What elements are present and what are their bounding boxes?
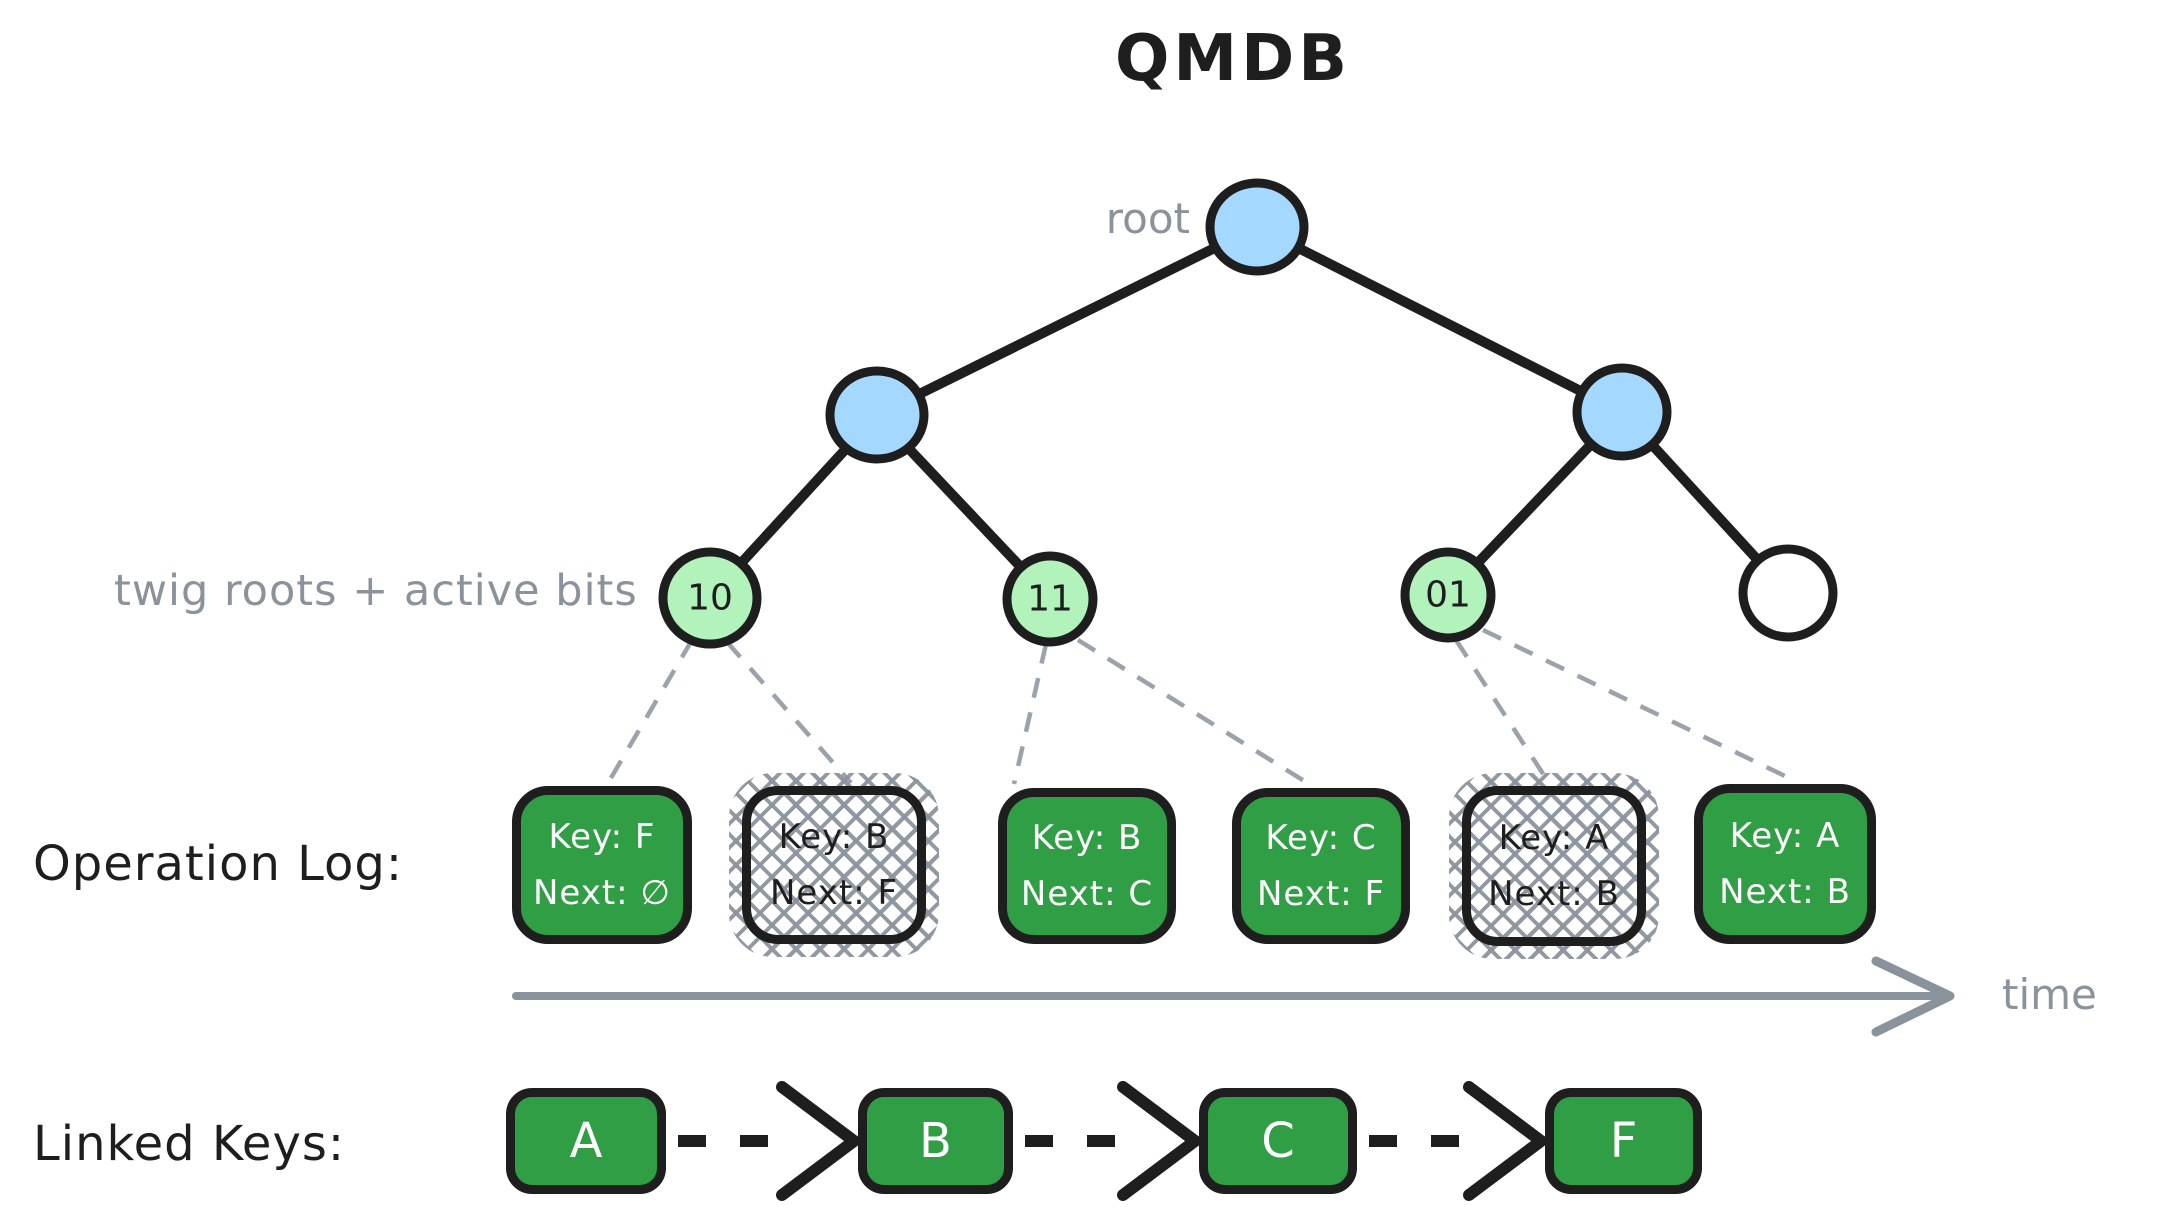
- log-entry-key-c: Key: C Next: F: [1232, 788, 1410, 944]
- log-entry-key-text: Key: B: [778, 817, 890, 857]
- twig-node-01: [1400, 547, 1496, 643]
- log-entry-key-a-stale: Key: A Next: B: [1449, 773, 1659, 959]
- log-entry-key-text: Key: A: [1729, 816, 1841, 856]
- twig-bits-01: 01: [1425, 574, 1471, 616]
- arrow-b-c-head: [1117, 1081, 1201, 1201]
- linked-key-letter: C: [1261, 1113, 1295, 1169]
- twig-to-log-connectors: [606, 627, 1790, 786]
- log-entry-key-text: Key: C: [1265, 818, 1377, 858]
- connector-twig11-entry3: [1011, 643, 1049, 785]
- connector-twig01-entry6: [1482, 627, 1790, 781]
- arrow-c-f-head: [1463, 1081, 1547, 1201]
- linked-key-b: B: [858, 1088, 1013, 1194]
- connector-twig11-entry4: [1076, 638, 1311, 786]
- internal-node-right: [1572, 363, 1672, 461]
- linked-key-letter: F: [1609, 1113, 1638, 1169]
- arrow-a-b-head: [776, 1081, 860, 1201]
- log-entry-key-text: Key: F: [548, 817, 656, 857]
- log-entry-next-text: Next: F: [769, 873, 899, 913]
- log-entry-key-text: Key: B: [1031, 818, 1143, 858]
- merkle-tree-nodes: [658, 178, 1838, 649]
- internal-node-left: [825, 366, 929, 464]
- entry-border: [1462, 786, 1646, 946]
- twig-roots-label: twig roots + active bits: [114, 566, 638, 616]
- linked-keys-label: Linked Keys:: [33, 1116, 346, 1172]
- twig-node-empty: [1738, 544, 1838, 642]
- time-axis-label: time: [2002, 970, 2097, 1019]
- linked-key-letter: B: [919, 1113, 952, 1169]
- page-title: QMDB: [1115, 22, 1351, 96]
- edge-root-right: [1252, 222, 1627, 417]
- operation-log-label: Operation Log:: [33, 836, 404, 892]
- log-entry-next-text: Next: F: [1256, 874, 1386, 914]
- log-entry-key-text: Key: A: [1498, 818, 1610, 858]
- twig-node-10: [658, 547, 762, 649]
- time-axis: [512, 956, 1955, 1037]
- linked-key-letter: A: [569, 1113, 603, 1169]
- edge-root-left: [872, 222, 1262, 420]
- log-entry-next-text: Next: C: [1020, 874, 1154, 914]
- twig-bits-10: 10: [687, 577, 733, 619]
- connector-twig10-entry2: [725, 640, 853, 785]
- log-entry-key-b-stale: Key: B Next: F: [729, 773, 939, 957]
- linked-key-c: C: [1199, 1088, 1357, 1194]
- entry-border: [742, 786, 926, 944]
- root-node: [1205, 178, 1309, 276]
- log-entry-key-a: Key: A Next: B: [1694, 784, 1876, 944]
- linked-key-arrows: [678, 1081, 1547, 1201]
- twig-node-11: [1002, 551, 1098, 647]
- log-entry-next-text: Next: B: [1719, 872, 1851, 912]
- time-arrow-head: [1871, 956, 1955, 1037]
- log-entry-next-text: Next: ∅: [532, 873, 672, 913]
- connector-twig01-entry5: [1454, 638, 1551, 785]
- log-entry-key-b: Key: B Next: C: [998, 788, 1176, 944]
- log-entry-next-text: Next: B: [1488, 874, 1620, 914]
- linked-key-f: F: [1545, 1088, 1702, 1194]
- twig-bits-11: 11: [1027, 578, 1073, 620]
- root-node-label: root: [1105, 194, 1190, 243]
- log-entry-key-f: Key: F Next: ∅: [512, 786, 692, 944]
- connector-twig10-entry1: [606, 638, 694, 785]
- linked-key-a: A: [506, 1088, 666, 1194]
